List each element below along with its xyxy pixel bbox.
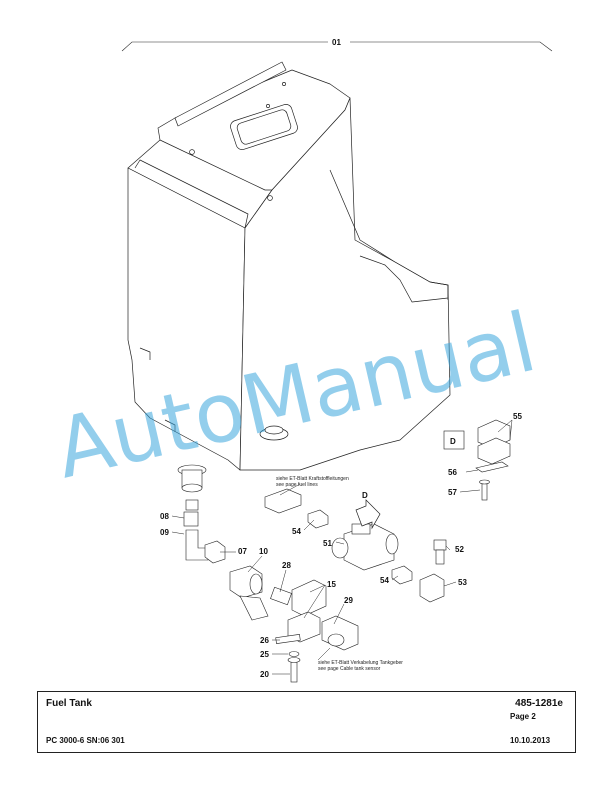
callout-15: 15 xyxy=(327,580,336,589)
note-fuel-lines-de: siehe ET-Blatt Kraftstoffleitungen xyxy=(276,476,349,482)
callout-52: 52 xyxy=(455,545,464,554)
note-fuel-lines-en: see page fuel lines xyxy=(276,482,318,488)
callout-29: 29 xyxy=(344,596,353,605)
callout-26: 26 xyxy=(260,636,269,645)
issue-date: 10.10.2013 xyxy=(510,736,551,745)
callout-57: 57 xyxy=(448,488,457,497)
callout-07: 07 xyxy=(238,547,247,556)
callout-25: 25 xyxy=(260,650,269,659)
document-number: 485-1281e xyxy=(515,698,563,709)
view-label-box xyxy=(443,430,465,450)
view-d-arrow xyxy=(355,499,381,530)
callout-08: 08 xyxy=(160,512,169,521)
callout-54a: 54 xyxy=(292,527,301,536)
callout-54b: 54 xyxy=(380,576,389,585)
callout-51: 51 xyxy=(323,539,332,548)
fuel-line-components xyxy=(177,464,447,683)
drawing-title: Fuel Tank xyxy=(46,698,92,709)
title-block: Fuel Tank 485-1281e Page 2 PC 3000-6 SN:… xyxy=(37,691,576,753)
note-cable-sensor-de: siehe ET-Blatt Verkabelung Tankgeber xyxy=(318,660,403,666)
fuel-tank xyxy=(127,61,451,471)
view-label: D xyxy=(450,437,456,446)
callout-28: 28 xyxy=(282,561,291,570)
callout-53: 53 xyxy=(458,578,467,587)
machine-model: PC 3000-6 SN:06 301 xyxy=(46,736,125,745)
callout-56: 56 xyxy=(448,468,457,477)
arrow-label: D xyxy=(362,491,368,500)
sheet-number: 01 xyxy=(332,38,341,47)
leader-lines xyxy=(171,419,513,675)
view-d-bracket xyxy=(443,419,511,501)
callout-09: 09 xyxy=(160,528,169,537)
sheet-header xyxy=(121,41,553,52)
page-number: Page 2 xyxy=(510,712,536,721)
callout-55: 55 xyxy=(513,412,522,421)
callout-20: 20 xyxy=(260,670,269,679)
callout-10: 10 xyxy=(259,547,268,556)
note-cable-sensor-en: see page Cable tank sensor xyxy=(318,666,381,672)
